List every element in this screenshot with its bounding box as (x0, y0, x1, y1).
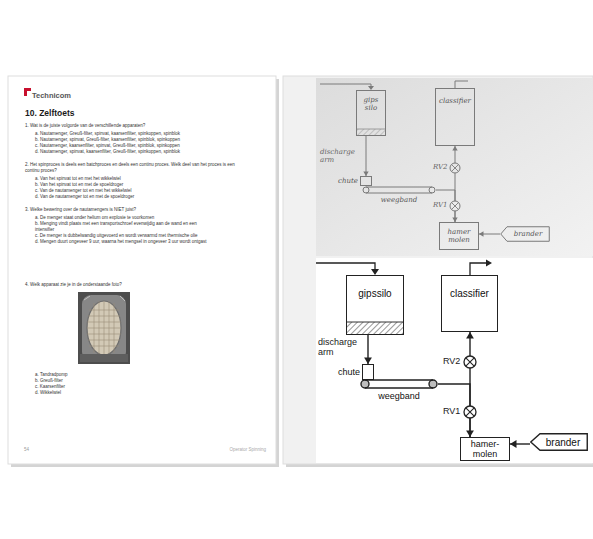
answer-option: d. Mengen duurt ongeveer 9 uur, waarna h… (35, 239, 215, 245)
page-number: 54 (24, 447, 44, 453)
silo-box: gipssilo (346, 275, 404, 335)
discharge-hatch (347, 322, 403, 334)
node-text: weegband (362, 196, 436, 204)
answer-option: b. Greuß-filter (35, 378, 185, 384)
flow-connector (479, 231, 500, 236)
answer-option: a. Nautamenger, Greuß-filter, spinvat, k… (35, 131, 245, 137)
node-text: hamer- molen (462, 439, 508, 459)
answer-option: b. Menging vindt plaats met een transpor… (35, 221, 215, 233)
node-text: classifier (443, 288, 496, 299)
rotary-valve-symbol (464, 406, 476, 418)
flow-connector (363, 136, 368, 176)
part-label: discharge arm (320, 148, 354, 164)
part-label: discharge arm (318, 337, 362, 357)
valve-label: RV2 (433, 163, 449, 171)
diagram-panel (316, 258, 593, 463)
node-text: hamer molen (441, 228, 477, 244)
question-text: 1. Wat is de juiste volgorde van de vers… (25, 123, 245, 129)
mill-box: hamer- molen (460, 437, 510, 461)
chute-box: chute (362, 364, 374, 380)
question-text: 2. Het spinproces is deels een batchproc… (25, 162, 240, 174)
belt-roller (429, 187, 435, 193)
arrow-head (452, 146, 457, 151)
answer-option: a. Tandradpomp (35, 372, 185, 378)
brand-name: Technicom (32, 91, 92, 100)
burner-outline (501, 227, 550, 242)
belt-roller (429, 380, 437, 388)
answer-option: a. Van het spinvat tot en met het wikkel… (35, 176, 240, 182)
node-text: gipssilo (348, 288, 402, 299)
sketch-panel (316, 78, 593, 256)
document-page (283, 76, 593, 464)
valve-label: RV1 (433, 201, 449, 209)
answer-option: d. Van de nautamenger tot en met de spoe… (35, 194, 240, 200)
section-heading: 10. Zelftoets (25, 108, 245, 118)
flow-connector (364, 335, 372, 364)
answer-option: b. Van het spinvat tot en met de spoeldr… (35, 182, 240, 188)
hatch-sketch (357, 129, 385, 135)
belt-roller (363, 187, 369, 193)
belt-roller (361, 380, 369, 388)
question-text: 3. Welke bewering over de nautamengers i… (25, 207, 245, 213)
node-text: chute (338, 367, 360, 377)
classifier-box: classifier (435, 88, 475, 146)
outlet-line-sketch (455, 81, 468, 88)
rotary-valve-symbol (450, 201, 460, 211)
node-text: brander (546, 437, 580, 448)
conveyor-belt: weegband (362, 186, 436, 208)
node-text: classifier (437, 97, 473, 105)
valve-label: RV1 (443, 406, 463, 416)
belt-line (365, 380, 433, 388)
silo-box: gips silo (356, 90, 386, 136)
rotary-valve-symbol (464, 356, 476, 368)
document-page (8, 76, 276, 464)
answer-option: c. De menger is dubbelwandig uitgevoerd … (35, 233, 215, 239)
answer-option: c. Van de nautamenger tot en met het wik… (35, 188, 240, 194)
arrow-head (479, 231, 484, 236)
machine-photo (78, 292, 130, 364)
mill-box: hamer molen (439, 222, 479, 250)
page-shadow (286, 79, 593, 467)
burner-box: brander (500, 226, 550, 242)
arrow-head (466, 332, 474, 339)
flow-connector (466, 332, 474, 437)
connector-line (366, 136, 367, 176)
outlet-arrow (486, 260, 492, 267)
connector-line (469, 332, 470, 437)
answer-option: d. Wikkelwiel (35, 390, 185, 396)
flow-connector (438, 384, 474, 437)
question-text: 4. Welk apparaat zie je in de onderstaan… (25, 282, 245, 288)
arrow-head (510, 440, 517, 448)
belt-line (366, 187, 432, 193)
hatch-line (347, 322, 403, 323)
node-text: chute (338, 177, 358, 185)
answer-option: c. Nautamenger, kaarsenfilter, spinvat, … (35, 143, 245, 149)
rotary-valve-symbol (450, 163, 460, 173)
flow-connector (510, 440, 530, 448)
answer-option: b. Nautamenger, spinvat, Greuß-filter, k… (35, 137, 245, 143)
node-text: gips silo (358, 96, 384, 112)
logo-icon (24, 88, 31, 96)
answer-option: a. De menger staat onder helium om explo… (35, 215, 215, 221)
burner-outline (531, 434, 588, 451)
answer-option: c. Kaarsenfilter (35, 384, 185, 390)
answer-option: d. Nautamenger, spinvat, kaarsenfilter, … (35, 149, 245, 155)
outlet-line (470, 263, 486, 275)
valve-label: RV2 (443, 356, 463, 366)
classifier-box: classifier (441, 275, 498, 332)
footer-text: Operator Spinning (190, 447, 266, 453)
node-text: weegband (360, 391, 438, 401)
node-text: brander (514, 230, 542, 238)
feed-line-sketch (320, 84, 371, 86)
conveyor-belt: weegband (360, 378, 438, 406)
chute-box: chute (360, 176, 372, 186)
burner-box: brander (530, 433, 588, 451)
hatch-line (357, 129, 385, 130)
feed-line (316, 263, 375, 269)
